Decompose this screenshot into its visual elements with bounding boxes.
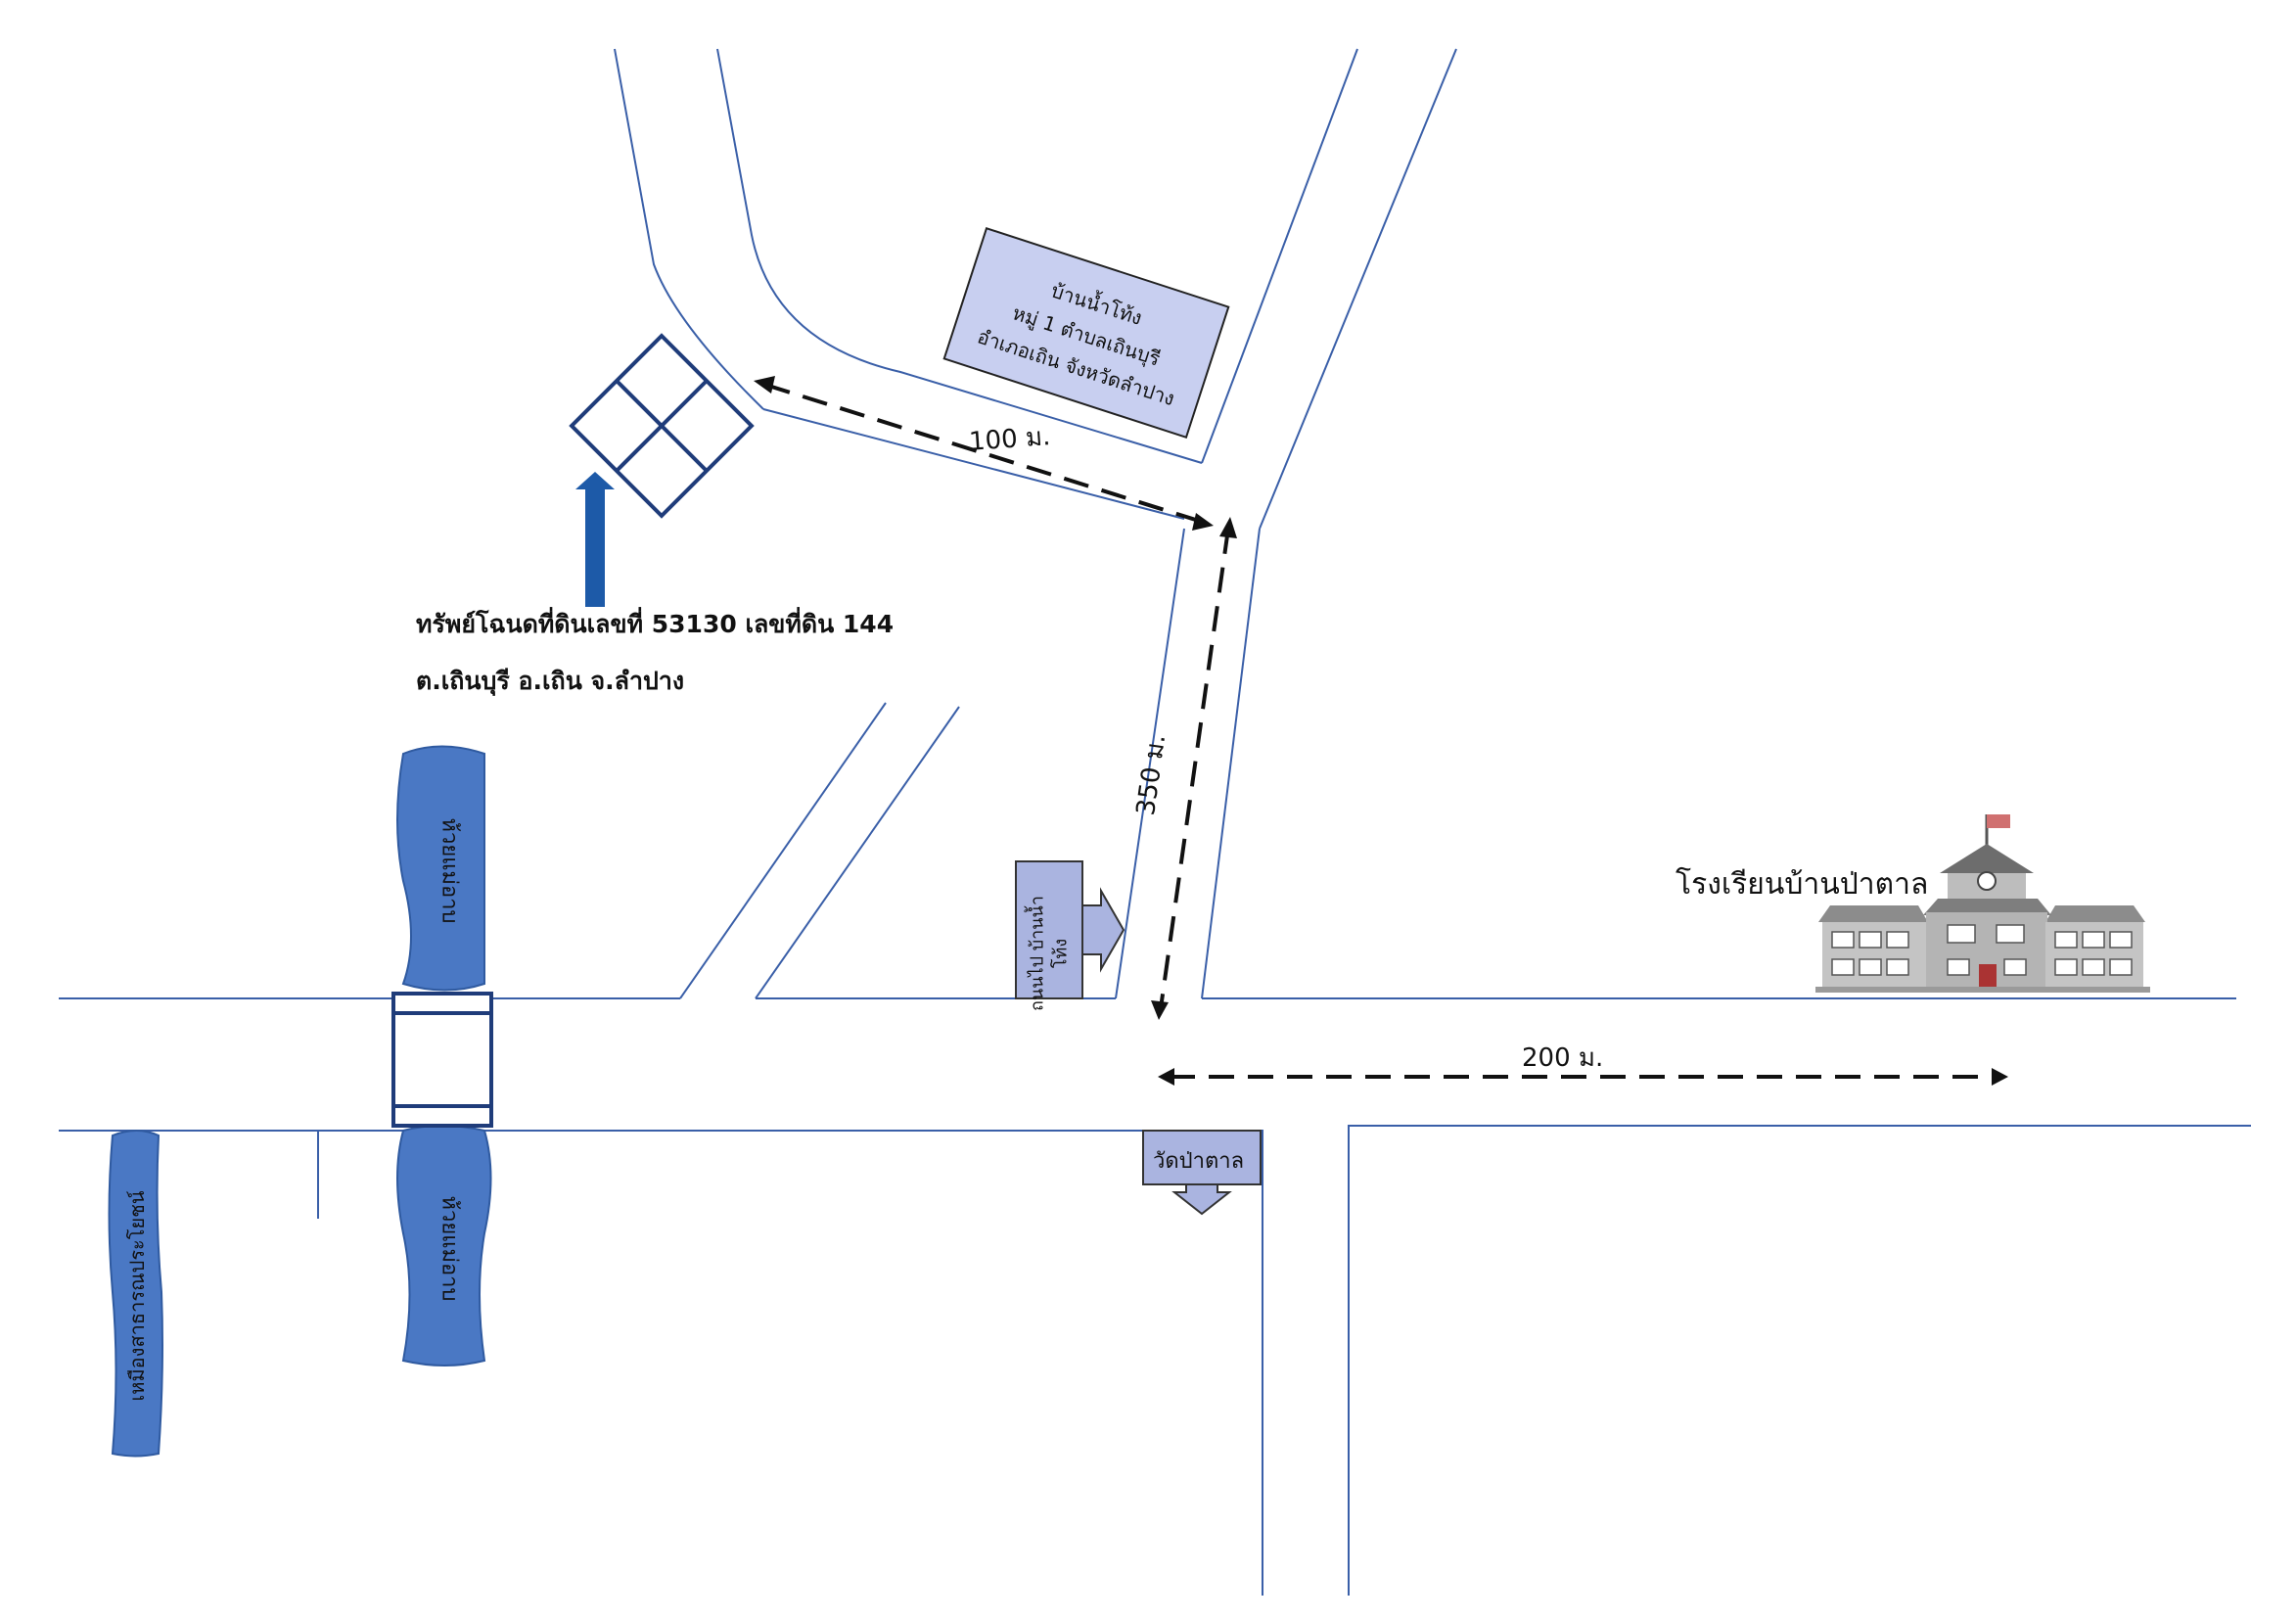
road-sign [1015, 860, 1083, 999]
road-sign-arrow [1081, 887, 1125, 973]
distance-200m: 200 ม. [1522, 1043, 1604, 1073]
road-edge-descend-left [1115, 528, 1185, 999]
temple-label: วัดป่าตาล [1153, 1149, 1245, 1174]
stream-bottom [396, 1125, 492, 1366]
plot-pointer-head [575, 472, 615, 489]
school-label: โรงเรียนบ้านป่าตาล [1676, 867, 1929, 902]
arrow-200m-head-b [1992, 1068, 2008, 1086]
arrow-100m-head-b [1192, 513, 1214, 531]
public-ditch-label: เหมืองสาธารณประโยชน์ [125, 1190, 149, 1402]
arrow-350m-head-a [1219, 517, 1237, 538]
road-edge-curve-inner [762, 408, 1185, 520]
plot-cross-b [615, 379, 709, 473]
bridge [391, 992, 493, 1128]
arrow-350m [1159, 528, 1230, 1009]
distance-100m: 100 ม. [968, 422, 1052, 457]
stream-top-label: ห้วยแม่อาบ [436, 817, 462, 924]
road-sign-text: ถนนไป บ้านน้ำโท้ง [1027, 896, 1072, 1011]
plot-pointer-shaft [585, 489, 605, 607]
road-edge-main-right [1259, 48, 1457, 530]
temple-sign-arrow [1171, 1183, 1232, 1216]
plot-caption-line1: ทรัพย์โฉนดที่ดินเลขที่ 53130 เลขที่ดิน 1… [416, 610, 895, 638]
stream-bottom-label: ห้วยแม่อาบ [436, 1195, 462, 1302]
side-road-left [679, 702, 887, 999]
arrow-350m-head-b [1151, 1000, 1169, 1020]
road-edge-main-left [1201, 48, 1358, 464]
village-box [942, 226, 1230, 440]
school-building [1815, 814, 2150, 993]
plot-caption-line2: ต.เถินบุรี อ.เถิน จ.ลำปาง [416, 667, 685, 695]
main-road-bottom [59, 1125, 2251, 1596]
road-edge-descend-right [1201, 528, 1261, 999]
arrow-200m-head-a [1158, 1068, 1174, 1086]
stream-top [396, 745, 485, 992]
road-edge-north-left [614, 48, 764, 410]
arrow-100m-head-a [754, 376, 775, 394]
public-ditch [108, 1130, 163, 1458]
side-road-right [755, 706, 960, 999]
temple-sign [1142, 1130, 1262, 1185]
road-edge-north-right [716, 48, 1203, 464]
